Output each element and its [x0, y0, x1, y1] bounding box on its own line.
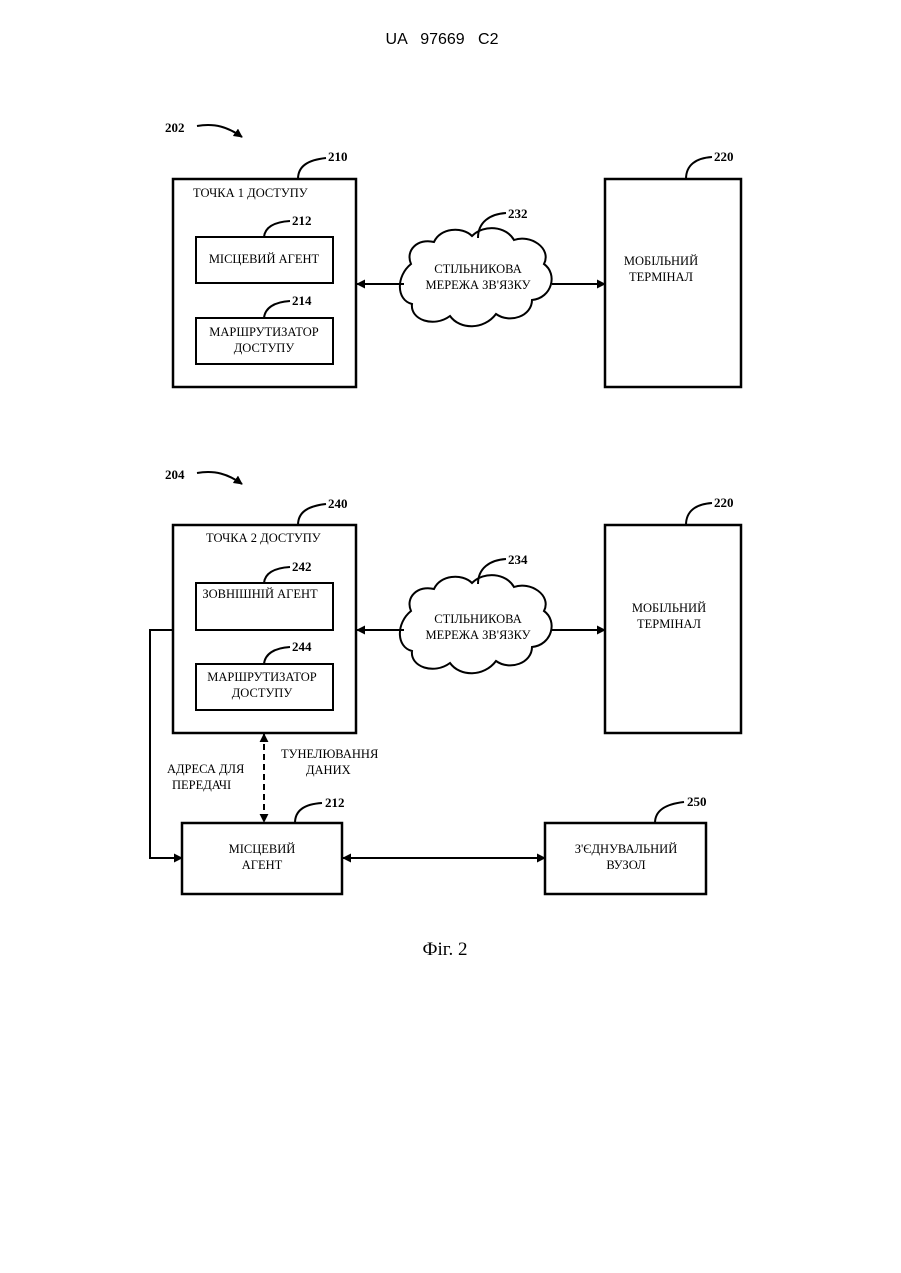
home-agent-node-ref: 212 [325, 795, 345, 810]
home-agent-node-line2: АГЕНТ [242, 858, 283, 872]
mobile-terminal-1-line2: ТЕРМІНАЛ [629, 270, 694, 284]
home-agent-node-line1: МІСЦЕВИЙ [229, 842, 296, 856]
access-point-2-ref-leader [298, 504, 326, 525]
mobile-terminal-2-ref: 220 [714, 495, 734, 510]
access-router-2-line2: ДОСТУПУ [232, 686, 293, 700]
access-point-2-title: ТОЧКА 2 ДОСТУПУ [206, 531, 321, 545]
access-point-2-ref: 240 [328, 496, 348, 511]
access-point-1-title: ТОЧКА 1 ДОСТУПУ [193, 186, 308, 200]
mobile-terminal-1-ref: 220 [714, 149, 734, 164]
correspondent-node-ref: 250 [687, 794, 707, 809]
forward-address-line2: ПЕРЕДАЧІ [172, 778, 231, 792]
access-router-1-ref-leader [264, 301, 290, 318]
diagram-2: 204 ТОЧКА 2 ДОСТУПУ 240 ЗОВНІШНІЙ АГЕНТ … [150, 467, 741, 894]
cellular-network-1-line2: МЕРЕЖА ЗВ'ЯЗКУ [425, 278, 530, 292]
access-router-1-line2: ДОСТУПУ [234, 341, 295, 355]
access-router-2-ref: 244 [292, 639, 312, 654]
cellular-network-1-line1: СТІЛЬНИКОВА [434, 262, 521, 276]
forward-address-line1: АДРЕСА ДЛЯ [167, 762, 244, 776]
access-point-1-ref-leader [298, 158, 326, 179]
mobile-terminal-2-line1: МОБІЛЬНИЙ [632, 601, 706, 615]
foreign-agent-label: ЗОВНІШНІЙ АГЕНТ [202, 587, 318, 601]
diagram-2-ref: 204 [165, 467, 185, 482]
home-agent-label: МІСЦЕВИЙ АГЕНТ [209, 252, 320, 266]
data-tunnel-line1: ТУНЕЛЮВАННЯ [281, 747, 378, 761]
correspondent-node-ref-leader [655, 802, 684, 823]
cellular-network-2-ref: 234 [508, 552, 528, 567]
forward-address-connector [150, 630, 182, 858]
mobile-terminal-2-line2: ТЕРМІНАЛ [637, 617, 702, 631]
diagram-1-ref: 202 [165, 120, 185, 135]
foreign-agent-ref: 242 [292, 559, 312, 574]
home-agent-ref: 212 [292, 213, 312, 228]
access-router-2-line1: МАРШРУТИЗАТОР [207, 670, 317, 684]
mobile-terminal-2-ref-leader [686, 503, 712, 525]
access-router-1-ref: 214 [292, 293, 312, 308]
data-tunnel-line2: ДАНИХ [306, 763, 351, 777]
cellular-network-2-line2: МЕРЕЖА ЗВ'ЯЗКУ [425, 628, 530, 642]
diagram-1: 202 ТОЧКА 1 ДОСТУПУ 210 МІСЦЕВИЙ АГЕНТ 2… [165, 120, 741, 387]
correspondent-node-line1: З'ЄДНУВАЛЬНИЙ [575, 842, 677, 856]
diagram-1-ref-arrow [197, 125, 242, 137]
access-point-1-ref: 210 [328, 149, 348, 164]
correspondent-node-line2: ВУЗОЛ [606, 858, 646, 872]
home-agent-node-ref-leader [295, 803, 322, 823]
cellular-network-1-ref: 232 [508, 206, 528, 221]
foreign-agent-ref-leader [264, 567, 290, 583]
mobile-terminal-1-line1: МОБІЛЬНИЙ [624, 254, 698, 268]
access-router-2-ref-leader [264, 647, 290, 664]
access-router-1-line1: МАРШРУТИЗАТОР [209, 325, 319, 339]
figure-caption: Фіг. 2 [423, 939, 468, 960]
patent-number: UA 97669 C2 [386, 31, 499, 48]
diagram-2-ref-arrow [197, 472, 242, 484]
cellular-network-2-line1: СТІЛЬНИКОВА [434, 612, 521, 626]
home-agent-ref-leader [264, 221, 290, 237]
mobile-terminal-1-ref-leader [686, 157, 712, 179]
